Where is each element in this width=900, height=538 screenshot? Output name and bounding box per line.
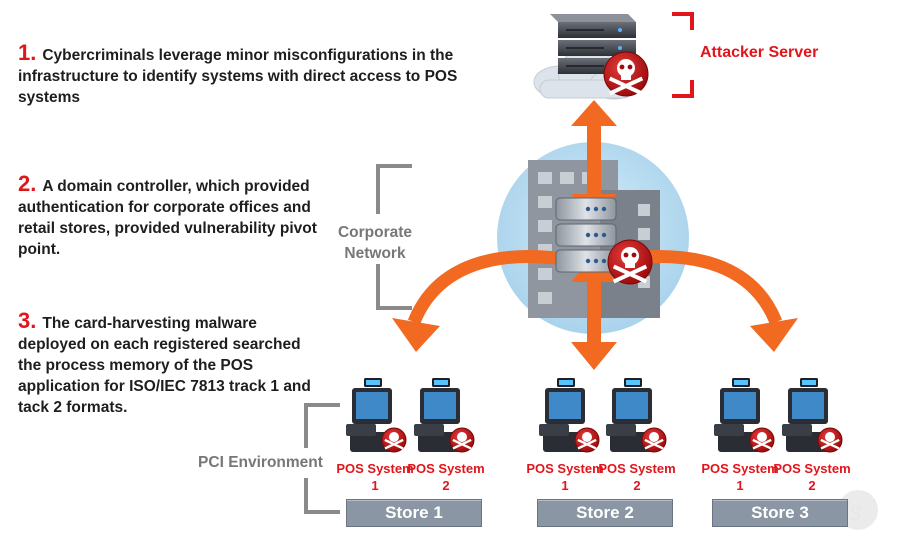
- step-1: 1.Cybercriminals leverage minor misconfi…: [18, 42, 468, 108]
- step-2-text: A domain controller, which provided auth…: [18, 178, 317, 258]
- pos-terminal-icon: [782, 378, 843, 453]
- store-3-box: Store 3: [712, 499, 848, 527]
- pos-terminal-icon: [714, 378, 775, 453]
- step-2-number: 2.: [18, 171, 37, 196]
- skull-crossbones-icon: [449, 427, 475, 453]
- pos-terminal-icon: [606, 378, 667, 453]
- corporate-network-label: Corporate Network: [337, 224, 413, 262]
- attacker-bracket: [672, 12, 694, 98]
- step-3-text: The card-harvesting malware deployed on …: [18, 315, 311, 416]
- skull-crossbones-icon: [574, 427, 600, 453]
- pos-terminal-icon: [539, 378, 600, 453]
- attacker-skull-icon: [603, 51, 649, 97]
- attacker-server-label: Attacker Server: [700, 44, 819, 61]
- store3-pos1-label: POS System 1: [701, 461, 779, 493]
- step-1-number: 1.: [18, 40, 37, 65]
- pos-terminals: [346, 378, 843, 453]
- store1-pos2-label: POS System 2: [407, 461, 485, 493]
- domain-controller-icon: [555, 197, 617, 273]
- skull-crossbones-icon: [817, 427, 843, 453]
- store-1-box: Store 1: [346, 499, 482, 527]
- pci-bracket: [304, 403, 340, 514]
- step-3: 3.The card-harvesting malware deployed o…: [18, 310, 318, 418]
- pos-terminal-icon: [346, 378, 407, 453]
- store2-pos2-label: POS System 2: [598, 461, 676, 493]
- store3-pos2-label: POS System 2: [773, 461, 851, 493]
- arrow-network-to-store1: [392, 250, 557, 352]
- store2-pos1-label: POS System 1: [526, 461, 604, 493]
- skull-crossbones-icon: [641, 427, 667, 453]
- pos-terminal-icon: [414, 378, 475, 453]
- skull-crossbones-icon: [749, 427, 775, 453]
- step-1-text: Cybercriminals leverage minor misconfigu…: [18, 47, 458, 106]
- step-2: 2.A domain controller, which provided au…: [18, 173, 318, 260]
- store-2-box: Store 2: [537, 499, 673, 527]
- pci-environment-label: PCI Environment: [198, 454, 323, 471]
- domain-skull-icon: [607, 239, 653, 285]
- corporate-bracket: [376, 164, 412, 310]
- store1-pos1-label: POS System 1: [336, 461, 414, 493]
- step-3-number: 3.: [18, 308, 37, 333]
- skull-crossbones-icon: [381, 427, 407, 453]
